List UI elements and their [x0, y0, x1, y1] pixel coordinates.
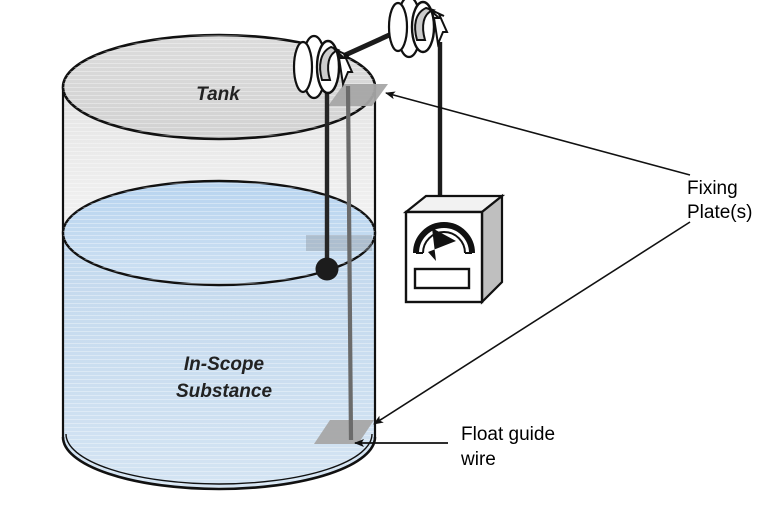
substance-label-line1: In-Scope — [184, 354, 265, 375]
liquid-body — [63, 233, 375, 489]
gauge-needle-icon — [428, 228, 456, 261]
fixing-plate-mid — [306, 235, 372, 251]
leader-fixing-plate-top — [385, 91, 691, 176]
liquid-surface-texture — [63, 181, 375, 285]
tank-bottom-rim-inner — [65, 433, 373, 485]
gauge-dial-arc — [413, 222, 475, 254]
pulley-outer-wire-wrap — [414, 6, 437, 41]
pulley-inner — [292, 34, 354, 100]
pulley-outer — [387, 0, 449, 59]
pulley-outer-rotation-arrow — [428, 8, 449, 48]
pulley-inner-rotation-arrow — [333, 48, 354, 88]
fixing-plate-label-line2: Plate(s) — [687, 202, 752, 223]
gauge-side-face — [480, 193, 504, 305]
servo-gauge-box[interactable] — [402, 193, 506, 305]
float-guide-wire — [345, 85, 354, 441]
float-guide-wire-label-line2: wire — [460, 449, 496, 470]
tank-bottom-rim — [61, 436, 377, 491]
fixing-plate-label-line1: Fixing — [687, 178, 738, 199]
float-ball — [315, 257, 339, 281]
fixing-plate-bottom — [314, 420, 374, 444]
gauge-readout-display — [413, 267, 471, 290]
leader-fixing-plate-bottom — [373, 221, 691, 425]
tank-cylinder — [61, 33, 377, 491]
tank-label: Tank — [196, 84, 241, 105]
substance-label-line2: Substance — [176, 381, 273, 402]
fixing-plate-top — [328, 84, 388, 106]
pulley-inner-wire-wrap — [319, 45, 341, 81]
pulley-outer-left-face — [387, 1, 409, 53]
gauge-dial-arc-inner — [422, 231, 466, 254]
pulley-inner-left-face — [292, 40, 314, 94]
float-guide-wire-label-line1: Float guide — [461, 424, 555, 445]
liquid-texture — [63, 233, 375, 489]
